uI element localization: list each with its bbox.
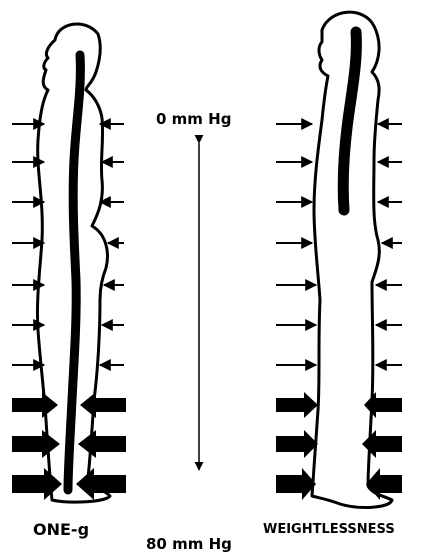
weightlessness-figure [276,12,402,507]
pressure-scale: 0 mm Hg 80 mm Hg [146,110,232,553]
weightlessness-thick-arrow-left-2 [276,430,318,458]
weightlessness-thick-arrow-left-3 [276,468,316,500]
top-pressure-label: 0 mm Hg [156,110,231,128]
one-g-label: ONE-g [33,520,89,539]
one-g-figure [12,24,126,502]
weightlessness-label: WEIGHTLESSNESS [263,522,395,537]
weightlessness-thick-arrow-left-1 [276,392,318,418]
bottom-pressure-label: 80 mm Hg [146,535,232,553]
